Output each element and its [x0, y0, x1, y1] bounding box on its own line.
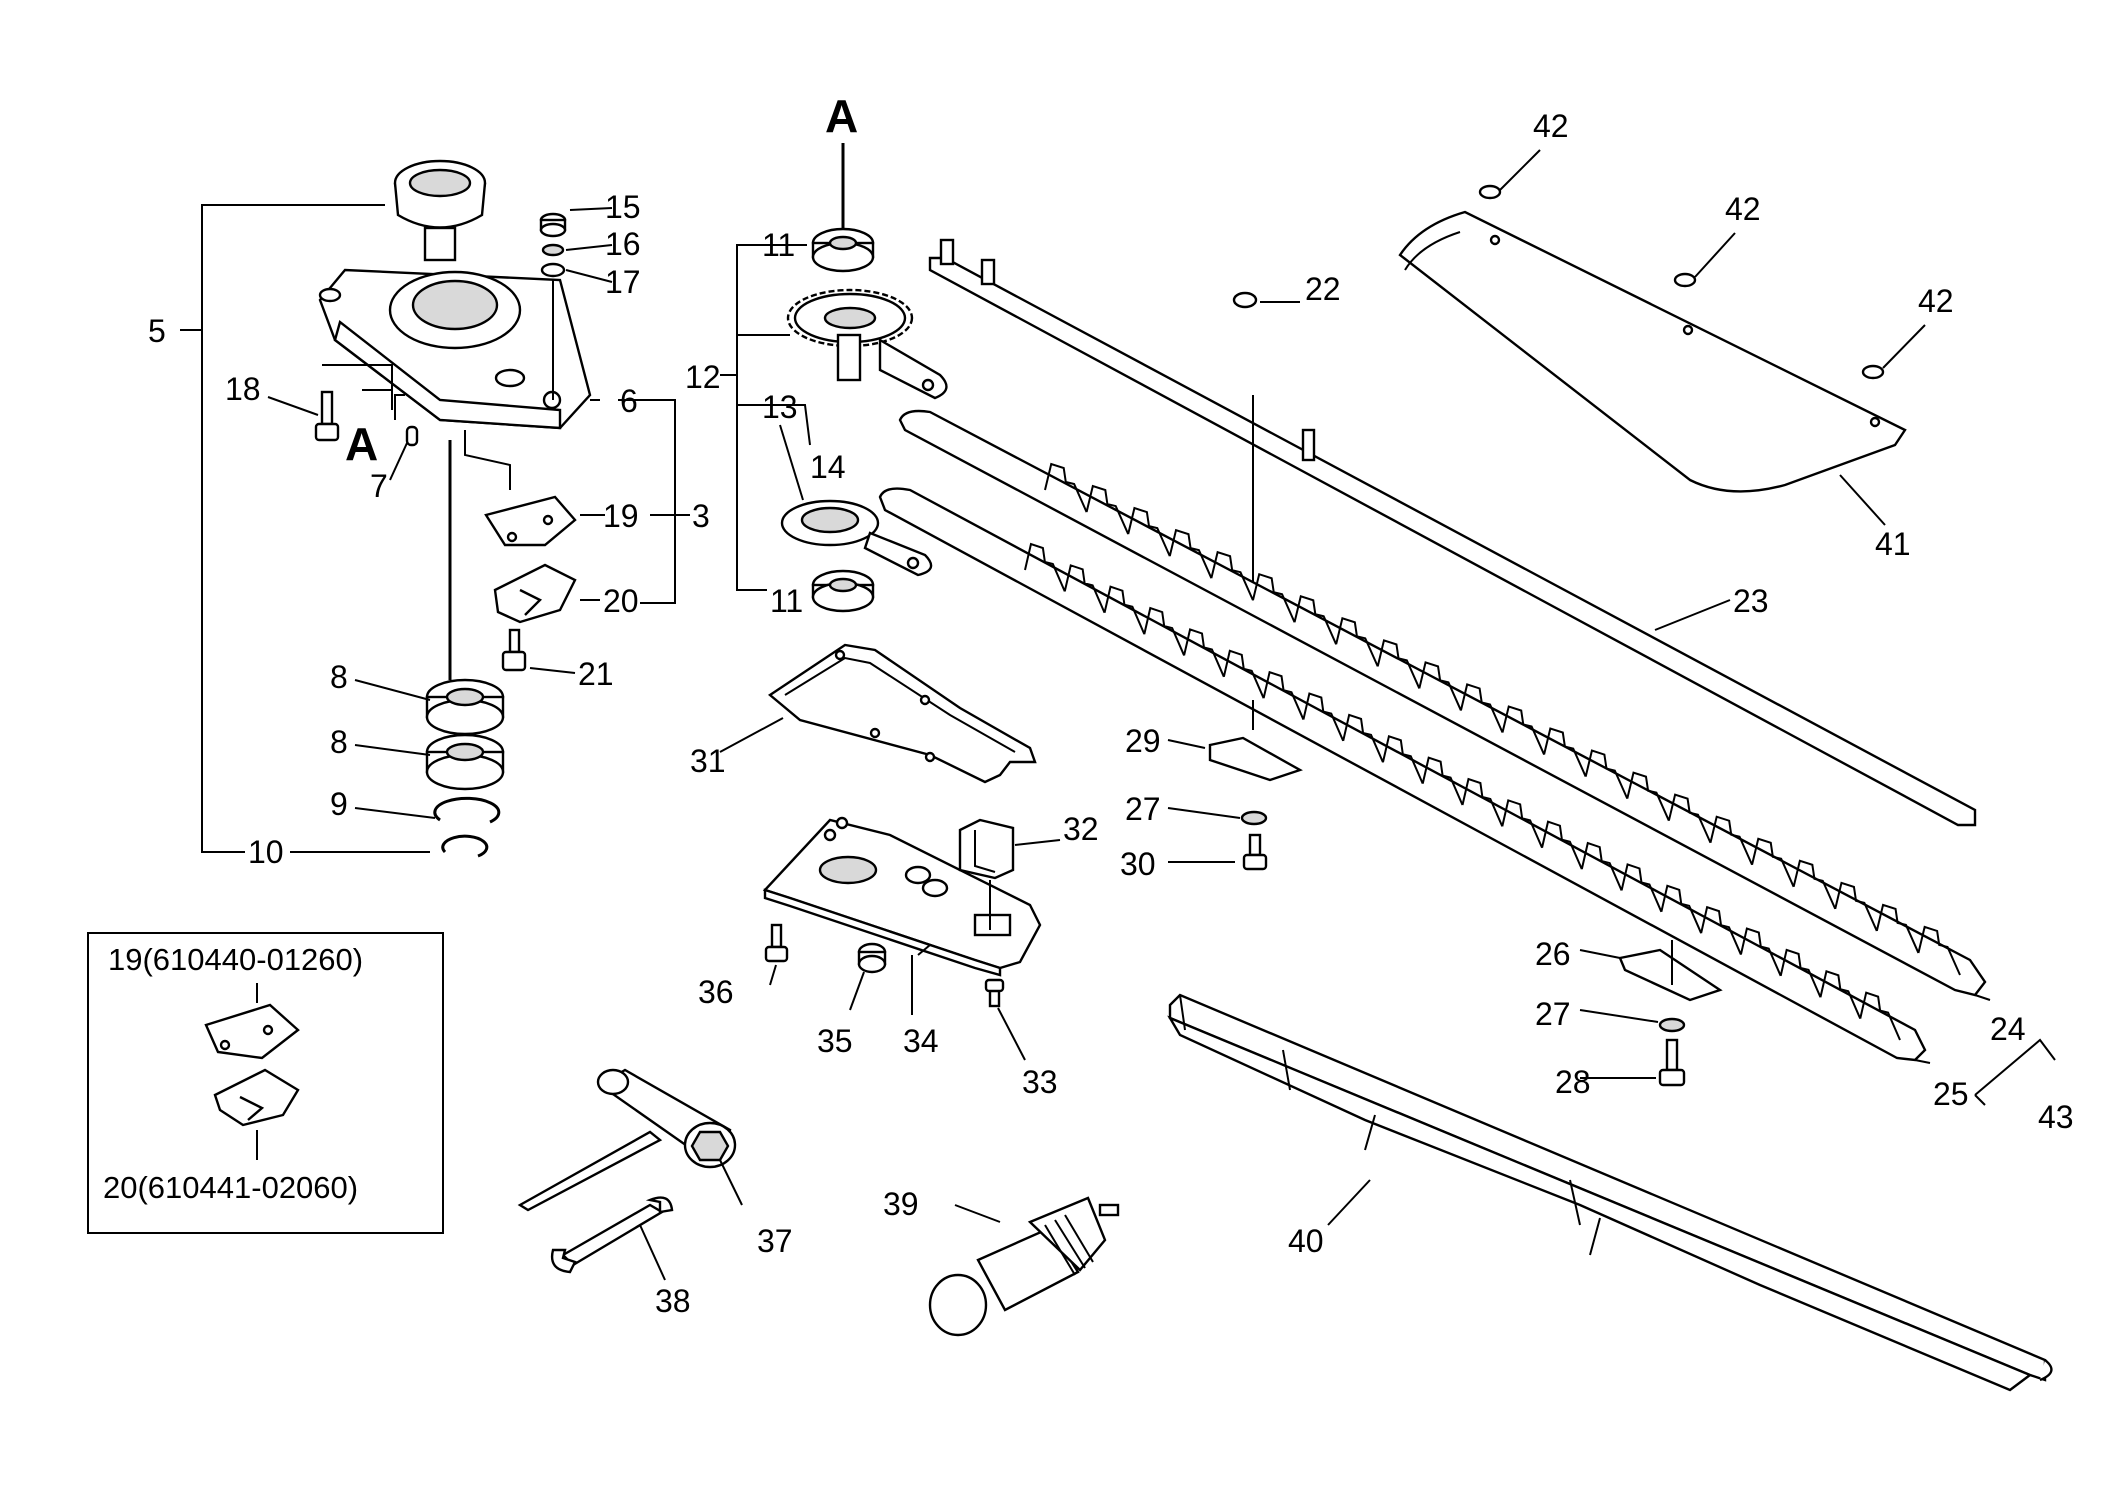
lower-case-34	[762, 816, 1042, 977]
label-39: 39	[883, 1186, 919, 1222]
gear-case-assembly	[180, 159, 690, 858]
screw-21	[501, 628, 527, 672]
inset-item-19: 19(610440-01260)	[108, 942, 363, 977]
label-8-lower: 8	[330, 724, 348, 760]
washer-14	[780, 499, 933, 577]
screw-36	[764, 923, 789, 963]
label-16: 16	[605, 226, 641, 262]
gear-assembly	[720, 143, 948, 613]
bracket-20	[493, 563, 577, 624]
label-27-upper: 27	[1125, 791, 1161, 827]
inset-plate-19-icon	[204, 1003, 300, 1060]
label-35: 35	[817, 1023, 853, 1059]
washer-17	[540, 262, 566, 278]
label-3: 3	[692, 498, 710, 534]
label-26: 26	[1535, 936, 1571, 972]
label-38: 38	[655, 1283, 691, 1319]
label-31: 31	[690, 743, 726, 779]
label-11-upper: 11	[762, 227, 795, 263]
part-number-labels: 5 15 16 17 18 6 7 19 3 20 21 8 8 9 10 11…	[103, 90, 2074, 1319]
label-14: 14	[810, 449, 846, 485]
label-8-upper: 8	[330, 659, 348, 695]
bearing-11-lower	[811, 569, 875, 613]
blade-24	[898, 409, 1987, 997]
label-9: 9	[330, 786, 348, 822]
label-7: 7	[370, 468, 388, 504]
circlip-10	[441, 834, 489, 858]
label-27-lower: 27	[1535, 996, 1571, 1032]
label-40: 40	[1288, 1223, 1324, 1259]
label-42-b: 42	[1725, 191, 1761, 227]
bearing-8-lower	[425, 733, 505, 791]
marker-a-left: A	[345, 418, 378, 470]
nut-22	[1232, 291, 1258, 309]
washer-16	[541, 243, 565, 257]
gear-12	[786, 288, 948, 400]
label-10: 10	[248, 834, 284, 870]
label-43: 43	[2038, 1099, 2074, 1135]
label-42-a: 42	[1533, 108, 1569, 144]
blade-bar-23	[928, 238, 1977, 827]
washer-27-upper	[1240, 810, 1268, 826]
bearing-8-upper	[425, 678, 505, 736]
label-37: 37	[757, 1223, 793, 1259]
label-15: 15	[605, 189, 641, 225]
guide-plate-29	[1208, 736, 1303, 782]
label-18: 18	[225, 371, 261, 407]
rivet-42-a	[1478, 184, 1502, 200]
label-21: 21	[578, 656, 614, 692]
plate-19	[484, 495, 577, 547]
label-36: 36	[698, 974, 734, 1010]
rivet-42-b	[1673, 272, 1697, 288]
label-17: 17	[605, 264, 641, 300]
label-32: 32	[1063, 811, 1099, 847]
label-29: 29	[1125, 723, 1161, 759]
blade-25	[878, 487, 1927, 1062]
nut-35	[857, 942, 887, 974]
blade-guard-41	[1398, 210, 1907, 493]
box-wrench-37	[517, 1068, 737, 1212]
clip-32	[958, 818, 1015, 880]
label-11-lower: 11	[770, 583, 803, 619]
label-30: 30	[1120, 846, 1156, 882]
label-28: 28	[1555, 1064, 1591, 1100]
label-25: 25	[1933, 1076, 1969, 1112]
label-5: 5	[148, 313, 166, 349]
screw-33	[984, 978, 1005, 1008]
inset-bracket-20-icon	[213, 1068, 300, 1127]
gear-case-housing	[318, 268, 592, 430]
bearing-11-upper	[811, 227, 875, 273]
label-23: 23	[1733, 583, 1769, 619]
label-12: 12	[685, 359, 721, 395]
label-41: 41	[1875, 526, 1911, 562]
marker-a-top: A	[825, 90, 858, 142]
gasket-31	[767, 643, 1037, 784]
rivet-42-c	[1861, 364, 1885, 380]
shaft-cover-40	[1167, 993, 2053, 1392]
label-34: 34	[903, 1023, 939, 1059]
grease-tube-39	[928, 1196, 1120, 1337]
bolt-18	[314, 390, 340, 442]
screw-28	[1658, 1038, 1686, 1087]
label-33: 33	[1022, 1064, 1058, 1100]
label-19: 19	[603, 498, 639, 534]
guide-plate-26	[1618, 948, 1723, 1002]
label-13: 13	[762, 389, 798, 425]
screw-30	[1242, 833, 1268, 871]
label-20: 20	[603, 583, 639, 619]
pin-7	[405, 425, 419, 447]
inset-item-20: 20(610441-02060)	[103, 1170, 358, 1205]
label-42-c: 42	[1918, 283, 1954, 319]
circlip-9	[433, 796, 501, 824]
label-22: 22	[1305, 271, 1341, 307]
spanner-38	[550, 1196, 674, 1274]
clutch-drum	[393, 159, 487, 262]
nut-15	[539, 212, 567, 238]
inset-box	[87, 932, 444, 1234]
label-24: 24	[1990, 1011, 2026, 1047]
label-6: 6	[620, 383, 638, 419]
washer-27-lower	[1658, 1017, 1686, 1033]
